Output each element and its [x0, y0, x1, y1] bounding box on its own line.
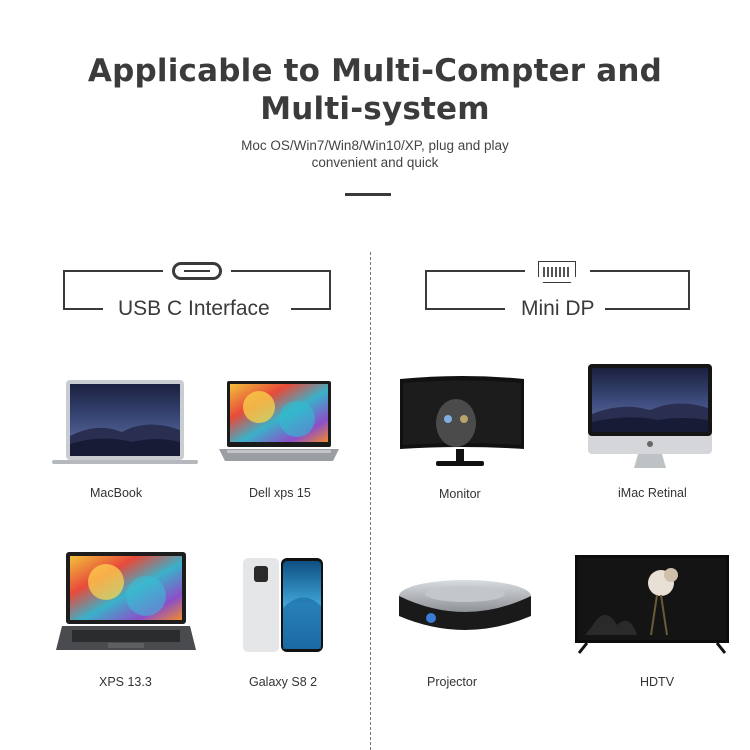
device-caption-projector: Projector — [427, 675, 478, 689]
usb-c-label: USB C Interface — [118, 297, 270, 320]
galaxy-s8-image — [243, 558, 323, 652]
hdtv-image — [575, 555, 729, 654]
title-line-2: Multi-system — [260, 91, 490, 127]
mini-dp-label: Mini DP — [521, 297, 595, 320]
mini-dp-frame — [425, 270, 690, 310]
page-title: Applicable to Multi-Compter and Multi-sy… — [0, 52, 750, 128]
device-caption-imac-retinal: iMac Retinal — [618, 486, 687, 500]
device-caption-dell-xps-15: Dell xps 15 — [249, 486, 311, 500]
dell-xps-15-image — [219, 381, 339, 461]
monitor-image — [400, 376, 524, 466]
device-caption-hdtv: HDTV — [640, 675, 675, 689]
subtitle-line-1: Moc OS/Win7/Win8/Win10/XP, plug and play — [241, 138, 509, 153]
device-caption-macbook: MacBook — [90, 486, 143, 500]
title-underline — [345, 193, 391, 196]
projector-image — [399, 580, 531, 630]
device-caption-xps-13-3: XPS 13.3 — [99, 675, 152, 689]
xps-13-3-image — [56, 552, 196, 650]
macbook-image — [52, 380, 198, 464]
column-divider — [370, 252, 371, 750]
title-line-1: Applicable to Multi-Compter and — [87, 53, 663, 89]
device-caption-galaxy-s8: Galaxy S8 2 — [249, 675, 318, 689]
device-caption-monitor: Monitor — [439, 487, 481, 501]
imac-retinal-image — [588, 364, 712, 468]
page-subtitle: Moc OS/Win7/Win8/Win10/XP, plug and play… — [0, 137, 750, 171]
mini-displayport-icon — [538, 261, 576, 283]
subtitle-line-2: convenient and quick — [311, 155, 439, 170]
usb-c-port-icon — [172, 262, 222, 280]
usb-c-frame — [63, 270, 331, 310]
